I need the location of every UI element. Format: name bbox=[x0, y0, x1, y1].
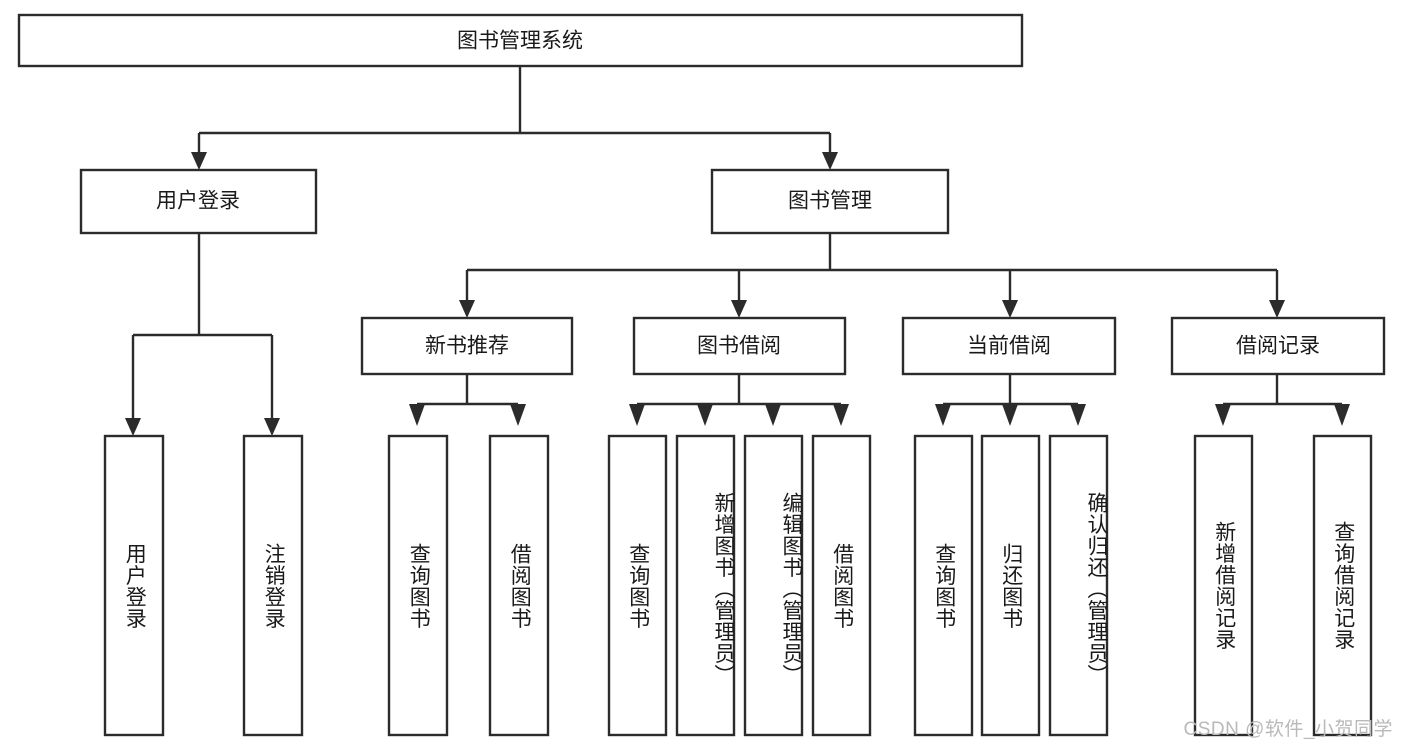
node-book-borrow-label: 图书借阅 bbox=[697, 335, 781, 358]
arrow-bookborrow-c4 bbox=[833, 404, 849, 426]
arrow-bookborrow-c3 bbox=[765, 404, 781, 426]
leaf-box-borrow-records-2[interactable] bbox=[1312, 434, 1373, 737]
node-new-book-recommend-label: 新书推荐 bbox=[425, 335, 509, 358]
node-borrow-records[interactable]: 借阅记录 bbox=[1170, 316, 1386, 376]
arrow-to-bookmgmt bbox=[822, 152, 838, 170]
node-root[interactable]: 图书管理系统 bbox=[17, 13, 1024, 68]
node-book-borrow-box[interactable] bbox=[632, 316, 847, 376]
node-book-management[interactable]: 图书管理 bbox=[710, 168, 950, 235]
arrow-bookmgmt-c1 bbox=[459, 300, 475, 318]
arrow-to-userlogin bbox=[191, 152, 207, 170]
edge-group-currentborrow bbox=[935, 374, 1086, 426]
arrow-borrowrecords-c1 bbox=[1215, 404, 1231, 426]
arrow-newbook-c1 bbox=[409, 404, 425, 426]
node-root-label: 图书管理系统 bbox=[457, 30, 583, 53]
node-new-book-recommend-box[interactable] bbox=[360, 316, 574, 376]
node-new-book-recommend[interactable]: 新书推荐 bbox=[360, 316, 574, 376]
leaf-box-current-borrow-2[interactable] bbox=[980, 434, 1041, 737]
leaf-box-user-login-2[interactable] bbox=[242, 434, 304, 737]
node-current-borrow-box[interactable] bbox=[901, 316, 1117, 376]
arrow-bookmgmt-c3 bbox=[1002, 300, 1018, 318]
edge-group-root bbox=[191, 66, 838, 170]
edge-group-bookborrow bbox=[629, 374, 849, 426]
arrow-bookmgmt-c4 bbox=[1269, 300, 1285, 318]
leaf-box-user-login-1[interactable] bbox=[103, 434, 165, 737]
node-current-borrow-label: 当前借阅 bbox=[967, 335, 1051, 358]
arrow-currentborrow-c2 bbox=[1002, 404, 1018, 426]
node-borrow-records-box[interactable] bbox=[1170, 316, 1386, 376]
leaf-box-book-borrow-4[interactable] bbox=[811, 434, 872, 737]
arrow-bookmgmt-c2 bbox=[731, 300, 747, 318]
node-user-login-box[interactable] bbox=[79, 168, 318, 235]
arrow-userlogin-c2 bbox=[264, 418, 280, 436]
leaf-box-book-borrow-1[interactable] bbox=[607, 434, 668, 737]
node-book-borrow[interactable]: 图书借阅 bbox=[632, 316, 847, 376]
leaf-box-new-book-2[interactable] bbox=[488, 434, 550, 737]
leaf-box-book-borrow-3[interactable] bbox=[743, 434, 804, 737]
arrow-userlogin-c1 bbox=[125, 418, 141, 436]
leaf-box-current-borrow-1[interactable] bbox=[913, 434, 974, 737]
leaf-box-borrow-records-1[interactable] bbox=[1193, 434, 1254, 737]
node-user-login[interactable]: 用户登录 bbox=[79, 168, 318, 235]
edge-group-newbook bbox=[409, 374, 526, 426]
arrow-currentborrow-c3 bbox=[1070, 404, 1086, 426]
arrow-newbook-c2 bbox=[510, 404, 526, 426]
arrow-borrowrecords-c2 bbox=[1334, 404, 1350, 426]
arrow-currentborrow-c1 bbox=[935, 404, 951, 426]
leaf-box-new-book-1[interactable] bbox=[387, 434, 449, 737]
node-root-box[interactable] bbox=[17, 13, 1024, 68]
arrow-bookborrow-c2 bbox=[697, 404, 713, 426]
node-current-borrow[interactable]: 当前借阅 bbox=[901, 316, 1117, 376]
leaf-box-book-borrow-2[interactable] bbox=[675, 434, 736, 737]
edge-group-borrowrecords bbox=[1215, 374, 1350, 426]
node-book-management-box[interactable] bbox=[710, 168, 950, 235]
csdn-watermark: CSDN @软件_小贺同学 bbox=[1183, 719, 1393, 740]
edge-group-bookmgmt bbox=[459, 233, 1285, 318]
arrow-bookborrow-c1 bbox=[629, 404, 645, 426]
edge-group-userlogin bbox=[125, 233, 280, 436]
node-book-management-label: 图书管理 bbox=[788, 190, 872, 213]
leaf-box-current-borrow-3[interactable] bbox=[1048, 434, 1109, 737]
node-borrow-records-label: 借阅记录 bbox=[1236, 335, 1320, 358]
node-user-login-label: 用户登录 bbox=[156, 190, 240, 213]
